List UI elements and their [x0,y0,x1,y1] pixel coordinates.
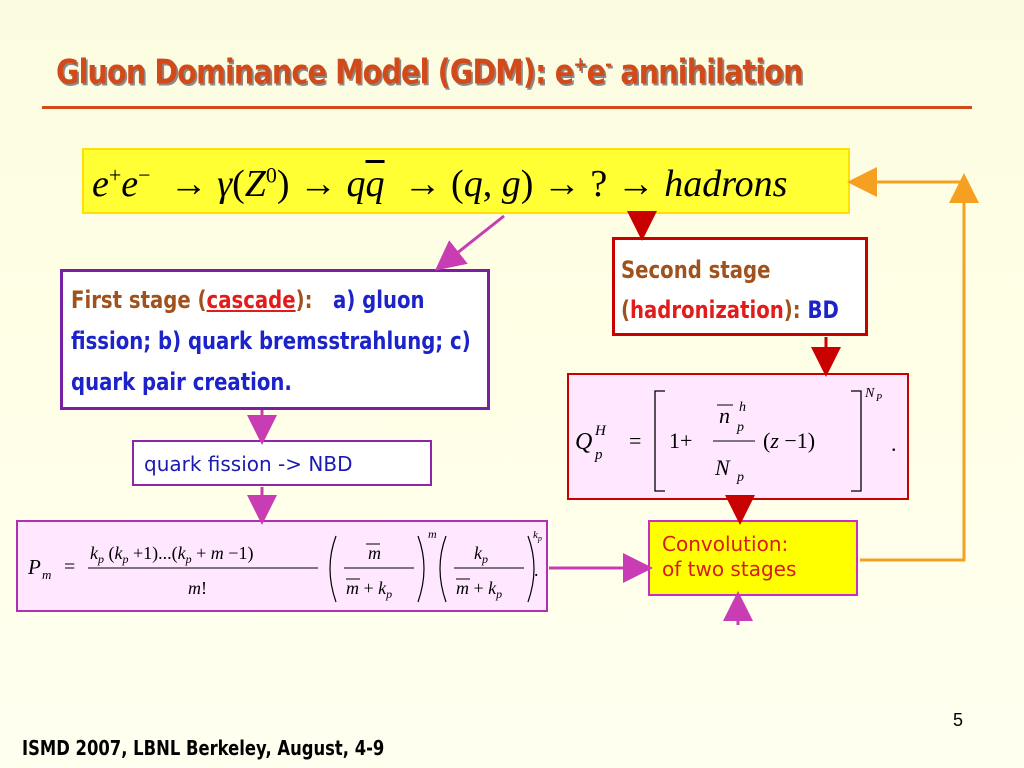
footer: ISMD 2007, LBNL Berkeley, August, 4-9 [22,736,385,760]
quark-fission-box: quark fission -> NBD [132,440,432,486]
svg-text:Q: Q [575,429,592,455]
svg-text:N: N [864,386,875,401]
svg-text:n: n [719,403,730,428]
nbd-formula-box: P m = kp (kp +1)...(kp + m −1) m! m m + … [16,520,548,612]
svg-text:m + kp: m + kp [346,578,392,601]
page-number: 5 [953,710,964,730]
svg-text:p: p [736,470,744,485]
bd-formula: Q H p = 1+ n h p N p (z −1) N P . [575,386,897,492]
first-stage-box: First stage (cascade): a) gluon fission;… [60,269,490,410]
svg-text:h: h [739,400,746,415]
svg-text:m + kp: m + kp [456,578,502,601]
svg-text:.: . [891,431,897,456]
svg-text:=: = [64,556,75,578]
convolution-box: Convolution:of two stages [648,520,858,596]
svg-text:m: m [368,543,381,563]
arrow-eq-to-first-stage [434,214,505,271]
svg-text:=: = [629,428,641,453]
main-equation: e+e− → γ(Z0) → qq → (q, g) → ? → hadrons [92,162,788,205]
svg-text:p: p [736,420,744,435]
svg-text:p: p [594,447,603,463]
svg-text:(z −1): (z −1) [763,428,815,453]
main-equation-box: e+e− → γ(Z0) → qq → (q, g) → ? → hadrons [82,148,850,214]
svg-text:m!: m! [188,578,207,598]
title-underline [42,106,972,109]
first-stage-text: First stage (cascade): a) gluon fission;… [71,286,471,396]
svg-text:P: P [27,555,41,579]
svg-text:kp: kp [533,529,542,543]
bd-formula-box: Q H p = 1+ n h p N p (z −1) N P . [567,373,909,500]
second-stage-text: Second stage (hadronization): BD [621,256,839,324]
svg-text:kp (kp +1)...(kp + m −1): kp (kp +1)...(kp + m −1) [90,543,253,566]
quark-fission-label: quark fission -> NBD [144,452,353,476]
orange-feedback-path [860,173,979,562]
svg-text:1+: 1+ [669,428,692,453]
svg-text:m: m [42,567,51,582]
nbd-formula: P m = kp (kp +1)...(kp + m −1) m! m m + … [27,527,542,603]
convolution-text: Convolution:of two stages [662,532,797,581]
svg-text:H: H [594,423,607,439]
svg-text:P: P [875,393,882,404]
svg-text:N: N [714,455,731,480]
slide-title: Gluon Dominance Model (GDM): e+e- annihi… [56,52,803,93]
svg-text:.: . [534,560,539,580]
svg-text:m: m [428,527,437,541]
second-stage-box: Second stage (hadronization): BD [612,237,868,336]
